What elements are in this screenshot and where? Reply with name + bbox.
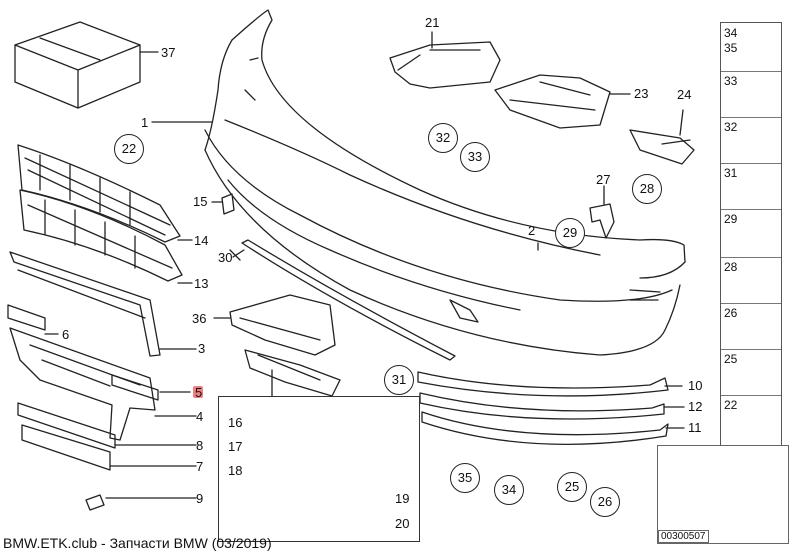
callout-1[interactable]: 1 [141,115,149,130]
legend-cell: 32 [721,117,781,164]
duct-36 [213,294,336,356]
legend-cell: 25 [721,349,781,396]
grid-16 [244,349,341,397]
legend-cell: 22 [721,395,781,446]
circled-29[interactable]: 29 [555,218,585,248]
duct-23 [494,74,631,129]
highlight-marker[interactable] [193,386,203,398]
callout-30[interactable]: 30 [218,250,233,265]
legend-number: 32 [724,120,738,134]
circled-26[interactable]: 26 [590,487,620,517]
legend-number: 34 [724,26,738,40]
strip-12 [419,392,665,420]
legend-number: 31 [724,166,738,180]
callout-20[interactable]: 20 [395,516,410,531]
legend-number: 33 [724,74,738,88]
footer-caption: BMW.ETK.club - Запчасти BMW (03/2019) [3,535,272,551]
frame-4 [9,327,197,441]
callout-24[interactable]: 24 [677,87,692,102]
clip-9 [85,494,105,511]
callout-5[interactable]: 5 [195,385,203,400]
legend-number: 26 [724,306,738,320]
bracket-24 [629,109,695,165]
callout-4[interactable]: 4 [196,409,204,424]
circled-31[interactable]: 31 [384,365,414,395]
callout-3[interactable]: 3 [198,341,206,356]
box-37 [14,21,159,109]
callout-16[interactable]: 16 [228,415,243,430]
strip-11 [421,411,669,445]
callout-9[interactable]: 9 [196,491,204,506]
circled-32[interactable]: 32 [428,123,458,153]
frame-3 [9,251,197,357]
detail-box [218,396,420,542]
circled-33[interactable]: 33 [460,142,490,172]
cover-21 [389,31,501,89]
callout-6[interactable]: 6 [62,327,70,342]
callout-13[interactable]: 13 [194,276,209,291]
legend-number: 29 [724,212,738,226]
catalog-code: 00300507 [658,530,709,543]
callout-27[interactable]: 27 [596,172,611,187]
callout-15[interactable]: 15 [193,194,208,209]
legend-cell: 31 [721,163,781,210]
fastener-legend: 34 35 33 32 31 29 28 26 25 22 [720,22,782,448]
callout-36[interactable]: 36 [192,311,207,326]
callout-21[interactable]: 21 [425,15,440,30]
callout-23[interactable]: 23 [634,86,649,101]
strip-6 [7,304,46,331]
legend-cell: 33 [721,71,781,118]
callout-37[interactable]: 37 [161,45,176,60]
strip-10 [417,371,669,397]
legend-cell: 29 [721,209,781,258]
strip-30 [241,239,456,361]
legend-number: 35 [724,41,738,55]
circled-25[interactable]: 25 [557,472,587,502]
legend-cell: 28 [721,257,781,304]
bracket-15 [221,193,235,215]
grille-13 [19,189,193,284]
legend-cell: 26 [721,303,781,350]
callout-2[interactable]: 2 [528,223,536,238]
callout-12[interactable]: 12 [688,399,703,414]
strip-5 [111,374,159,401]
circled-34[interactable]: 34 [494,475,524,505]
callout-10[interactable]: 10 [688,378,703,393]
clip-27 [589,203,615,239]
callout-18[interactable]: 18 [228,463,243,478]
legend-number: 25 [724,352,738,366]
legend-cell: 34 35 [721,23,781,72]
callout-8[interactable]: 8 [196,438,204,453]
bumper-cover [204,9,686,356]
legend-number: 28 [724,260,738,274]
callout-19[interactable]: 19 [395,491,410,506]
strip-8 [17,402,116,449]
callout-17[interactable]: 17 [228,439,243,454]
callout-11[interactable]: 11 [688,420,702,435]
callout-14[interactable]: 14 [194,233,209,248]
circled-22[interactable]: 22 [114,134,144,164]
car-overview-box [657,445,789,544]
callout-7[interactable]: 7 [196,459,204,474]
strip-7 [21,424,111,471]
circled-28[interactable]: 28 [632,174,662,204]
legend-number: 22 [724,398,738,412]
circled-35[interactable]: 35 [450,463,480,493]
